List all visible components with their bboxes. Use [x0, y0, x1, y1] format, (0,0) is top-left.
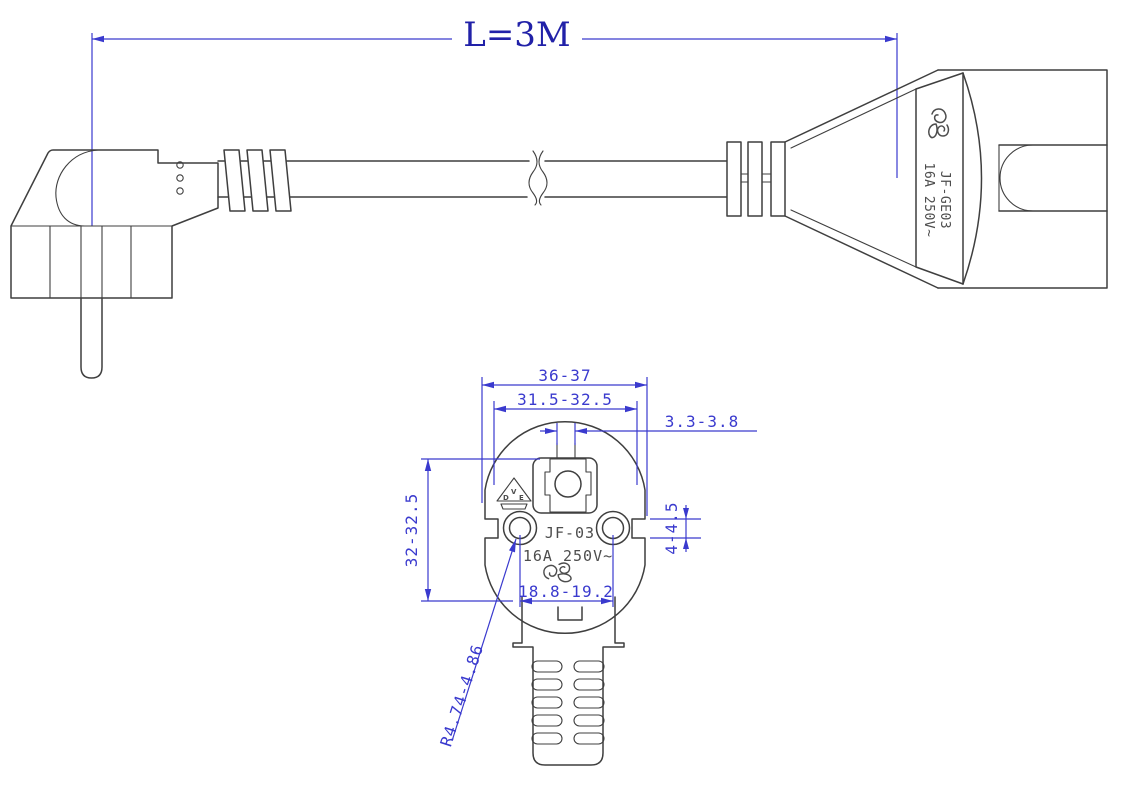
- strain-relief-boot: [512, 596, 625, 766]
- connector-cone-outer: [784, 215, 939, 289]
- connector-label-band: [915, 72, 964, 285]
- dim-pin-radius: R4.74-4.86: [436, 538, 517, 749]
- boot-slot: [573, 714, 605, 727]
- vde-letter-v: V: [511, 488, 517, 496]
- cable-break-icon: [528, 150, 538, 206]
- boot-slot: [531, 696, 563, 709]
- face-view: D V E JF-03 16A 250V~: [402, 366, 757, 766]
- dim-label: R4.74-4.86: [436, 642, 487, 749]
- earth-slot-tab: [557, 606, 583, 621]
- dim-label: 36-37: [538, 366, 591, 385]
- plug-pin-side: [80, 297, 103, 379]
- dim-label: 31.5-32.5: [517, 390, 613, 409]
- boot-slot: [531, 660, 563, 673]
- cable: [217, 150, 728, 206]
- vde-mark: D V E: [496, 477, 532, 510]
- connector-body-outline: [937, 69, 1108, 289]
- socket-recess-arc: [999, 144, 1034, 212]
- connector-dome: [962, 72, 983, 285]
- face-rating-label: 16A 250V~: [523, 547, 613, 565]
- earth-clip-housing: [532, 442, 598, 514]
- plug-body-outline: [10, 149, 219, 299]
- length-dimension: L=3M: [91, 15, 898, 226]
- boot-slot: [531, 732, 563, 745]
- dim-face-height: 32-32.5: [402, 458, 540, 602]
- plug-dot: [176, 174, 184, 182]
- dim-earth-slot-width: 3.3-3.8: [540, 412, 757, 445]
- dim-label: 18.8-19.2: [518, 582, 614, 601]
- side-view: JF-GE03 16A 250V~: [10, 69, 1108, 379]
- boot-slot: [531, 678, 563, 691]
- dim-label: 32-32.5: [402, 493, 421, 567]
- earth-clip-boss: [532, 457, 598, 514]
- cable-break-icon: [538, 150, 548, 206]
- strain-relief-rib: [223, 149, 246, 212]
- vde-triangle-icon: [496, 477, 532, 502]
- boot-slot: [573, 696, 605, 709]
- strain-relief-rib: [246, 149, 269, 212]
- dim-label: 3.3-3.8: [665, 412, 739, 431]
- strain-relief-rib: [726, 141, 742, 217]
- boot-slot: [573, 660, 605, 673]
- manufacturer-logo-icon: [543, 562, 572, 583]
- strain-relief-rib: [269, 149, 292, 212]
- iec-connector-side: JF-GE03 16A 250V~: [726, 69, 1108, 289]
- vde-letter-e: E: [519, 494, 524, 502]
- earth-contact-hole: [554, 470, 582, 498]
- connector-model-label: JF-GE03: [937, 171, 952, 229]
- plug-dot: [176, 161, 184, 169]
- arrowhead: [885, 35, 897, 43]
- vde-base-bar: [500, 503, 528, 510]
- strain-relief-rib: [747, 141, 763, 217]
- connector-cone-inner: [790, 88, 917, 149]
- dim-notch-height: 4-4.5: [650, 501, 701, 555]
- face-model-label: JF-03: [545, 524, 595, 542]
- manufacturer-logo-icon: [928, 108, 950, 139]
- dim-outer-width: 36-37: [481, 366, 648, 516]
- arrowhead: [92, 35, 104, 43]
- length-label: L=3M: [463, 15, 571, 55]
- connector-cone-inner: [790, 209, 917, 268]
- connector-cone-outer: [784, 69, 939, 143]
- earth-clip-cross: [544, 458, 592, 513]
- schuko-plug-side: [10, 149, 292, 379]
- dim-label: 4-4.5: [662, 501, 681, 554]
- plug-dot: [176, 187, 184, 195]
- plug-mold-curve: [55, 149, 99, 227]
- boot-slot: [573, 732, 605, 745]
- boot-outline: [512, 596, 625, 766]
- strain-relief-rib: [770, 141, 786, 217]
- boot-slot: [531, 714, 563, 727]
- vde-letter-d: D: [503, 494, 509, 502]
- connector-rating-label: 16A 250V~: [921, 163, 936, 238]
- dim-across-flats: 31.5-32.5: [493, 390, 638, 485]
- boot-slot: [573, 678, 605, 691]
- dim-pin-spacing: 18.8-19.2: [518, 535, 614, 607]
- plug-face-outline: [484, 421, 646, 634]
